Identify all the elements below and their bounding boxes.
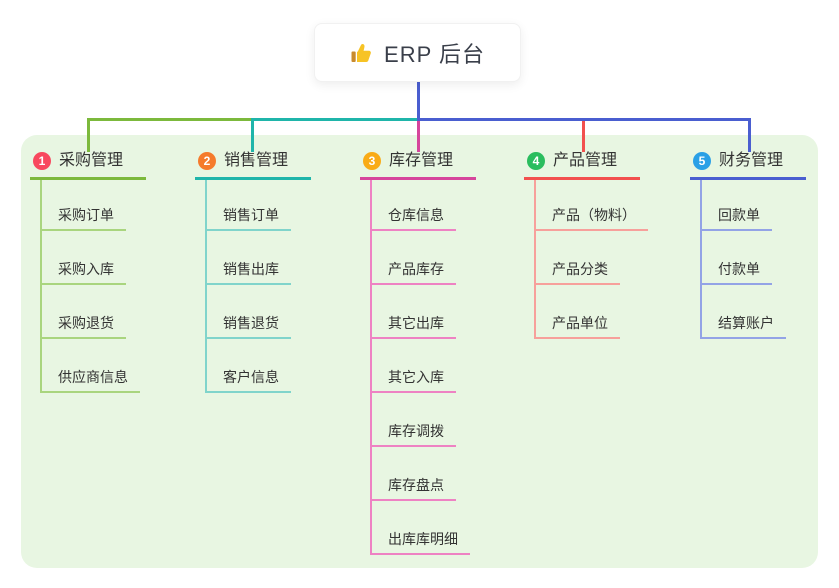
tree-node-item[interactable]: 采购入库 — [42, 231, 126, 285]
branch-label: 采购管理 — [59, 152, 124, 169]
tree-node-item[interactable]: 产品分类 — [536, 231, 620, 285]
connector-line — [582, 118, 585, 152]
branch-number-badge: 2 — [198, 151, 216, 170]
branch-items: 采购订单采购入库采购退货供应商信息 — [40, 180, 140, 393]
tree-node-item[interactable]: 结算账户 — [702, 285, 786, 339]
tree-node-item[interactable]: 产品单位 — [536, 285, 620, 339]
branch-column: 3 库存管理 仓库信息产品库存其它出库其它入库库存调拨库存盘点出库库明细 — [360, 150, 476, 555]
tree-node-item[interactable]: 销售订单 — [207, 180, 291, 231]
tree-node-item[interactable]: 其它入库 — [372, 339, 456, 393]
thumbs-up-icon — [350, 41, 374, 65]
item-label: 采购退货 — [58, 315, 114, 331]
tree-node-item[interactable]: 其它出库 — [372, 285, 456, 339]
tree-node-item[interactable]: 回款单 — [702, 180, 772, 231]
item-label: 产品（物料） — [552, 207, 636, 223]
item-label: 供应商信息 — [58, 369, 128, 385]
connector-line — [417, 82, 420, 121]
branch-number-badge: 5 — [693, 151, 711, 170]
connector-line — [87, 118, 90, 152]
connector-line — [251, 118, 254, 152]
item-label: 库存盘点 — [388, 477, 444, 493]
branch-number-badge: 1 — [33, 151, 51, 170]
connector-line — [251, 118, 418, 121]
item-label: 销售出库 — [223, 261, 279, 277]
item-label: 产品分类 — [552, 261, 608, 277]
tree-node-item[interactable]: 产品库存 — [372, 231, 456, 285]
branch-number-badge: 3 — [363, 151, 381, 170]
item-label: 其它入库 — [388, 369, 444, 385]
item-label: 出库库明细 — [388, 531, 458, 547]
tree-node-item[interactable]: 库存调拨 — [372, 393, 456, 447]
branch-number-badge: 4 — [527, 151, 545, 170]
branch-column: 4 产品管理 产品（物料） 产品分类产品单位 — [524, 150, 648, 339]
tree-node-item[interactable]: 销售退货 — [207, 285, 291, 339]
connector-line — [748, 118, 751, 152]
tree-node-item[interactable]: 客户信息 — [207, 339, 291, 393]
branch-column: 2 销售管理 销售订单销售出库销售退货客户信息 — [195, 150, 311, 393]
item-label: 回款单 — [718, 207, 760, 223]
branch-label: 销售管理 — [224, 152, 289, 169]
item-label: 付款单 — [718, 261, 760, 277]
item-label: 产品库存 — [388, 261, 444, 277]
item-label: 销售订单 — [223, 207, 279, 223]
branch-items: 销售订单销售出库销售退货客户信息 — [205, 180, 291, 393]
branch-items: 仓库信息产品库存其它出库其它入库库存调拨库存盘点出库库明细 — [370, 180, 470, 555]
tree-node-item[interactable]: 产品（物料） — [536, 180, 648, 231]
connector-line — [417, 118, 751, 121]
item-label: 库存调拨 — [388, 423, 444, 439]
connector-line — [87, 118, 253, 121]
item-label: 采购订单 — [58, 207, 114, 223]
root-node-label: ERP 后台 — [384, 41, 485, 67]
tree-node-item[interactable]: 仓库信息 — [372, 180, 456, 231]
branch-label: 财务管理 — [719, 152, 784, 169]
branch-header[interactable]: 3 库存管理 — [360, 150, 476, 180]
branch-header[interactable]: 1 采购管理 — [30, 150, 146, 180]
branch-items: 回款单付款单结算账户 — [700, 180, 786, 339]
connector-line — [417, 118, 420, 152]
branch-header[interactable]: 4 产品管理 — [524, 150, 640, 180]
branch-column: 1 采购管理 采购订单采购入库采购退货供应商信息 — [30, 150, 146, 393]
diagram-panel — [21, 135, 818, 568]
tree-node-item[interactable]: 采购退货 — [42, 285, 126, 339]
item-label: 其它出库 — [388, 315, 444, 331]
branch-label: 产品管理 — [553, 152, 618, 169]
tree-node-item[interactable]: 采购订单 — [42, 180, 126, 231]
tree-node-item[interactable]: 出库库明细 — [372, 501, 470, 555]
branch-header[interactable]: 5 财务管理 — [690, 150, 806, 180]
item-label: 产品单位 — [552, 315, 608, 331]
branch-header[interactable]: 2 销售管理 — [195, 150, 311, 180]
tree-node-item[interactable]: 供应商信息 — [42, 339, 140, 393]
branch-column: 5 财务管理 回款单付款单结算账户 — [690, 150, 806, 339]
item-label: 仓库信息 — [388, 207, 444, 223]
tree-node-item[interactable]: 库存盘点 — [372, 447, 456, 501]
item-label: 客户信息 — [223, 369, 279, 385]
item-label: 采购入库 — [58, 261, 114, 277]
tree-node-item[interactable]: 付款单 — [702, 231, 772, 285]
root-node-erp[interactable]: ERP 后台 — [314, 23, 521, 82]
branch-label: 库存管理 — [389, 152, 454, 169]
tree-node-item[interactable]: 销售出库 — [207, 231, 291, 285]
branch-items: 产品（物料） 产品分类产品单位 — [534, 180, 648, 339]
item-label: 销售退货 — [223, 315, 279, 331]
item-label: 结算账户 — [718, 315, 774, 331]
